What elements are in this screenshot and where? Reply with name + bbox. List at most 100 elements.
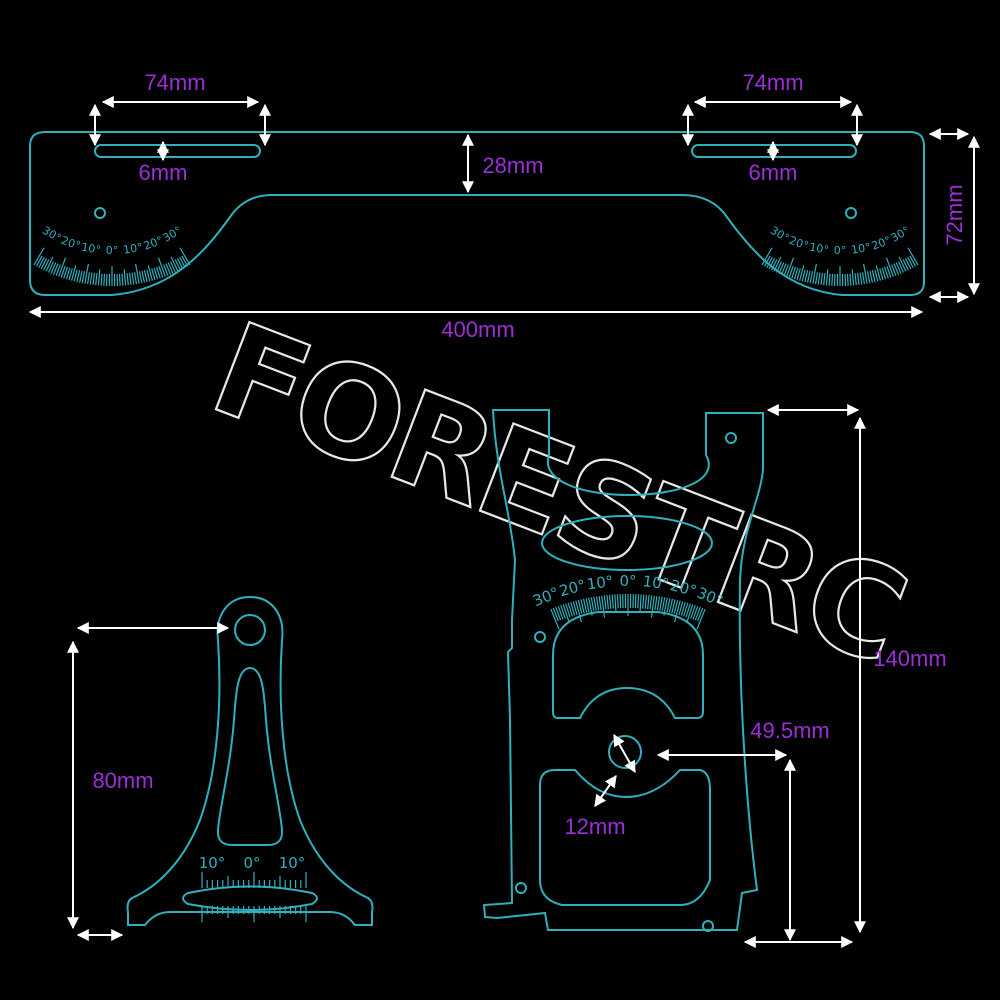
scale-tick — [179, 256, 186, 269]
scale-tick — [598, 595, 602, 610]
scale-tick — [886, 265, 892, 278]
scale-tick — [157, 257, 166, 277]
scale-tick — [875, 265, 881, 281]
scale-tick — [678, 601, 684, 616]
scale-tick — [671, 599, 676, 614]
scale-tick — [48, 261, 54, 273]
scale-tick — [861, 272, 865, 285]
small-gauge-scale-slot — [182, 885, 318, 911]
scale-tick — [650, 595, 655, 618]
scale-tick — [786, 257, 795, 277]
scale-tick — [616, 594, 619, 609]
scale-tick — [103, 273, 106, 286]
scale-degree-label: 10° — [642, 572, 671, 593]
scale-tick — [898, 256, 907, 272]
scale-tick — [603, 595, 607, 610]
scale-tick — [817, 272, 821, 285]
small-gauge-scale: 10°0°10° — [199, 854, 307, 922]
scale-tick — [95, 273, 98, 286]
scale-tick — [694, 606, 701, 621]
scale-tick — [692, 605, 699, 620]
scale-tick — [895, 262, 902, 274]
scale-tick — [50, 262, 57, 274]
scale-tick — [76, 270, 81, 283]
scale-tick — [131, 272, 135, 285]
frame-gauge-upper-window — [552, 611, 704, 719]
scale-tick — [766, 256, 773, 269]
scale-tick — [647, 595, 650, 610]
scale-tick — [828, 273, 831, 286]
left-hole — [94, 207, 106, 219]
scale-tick — [575, 600, 582, 623]
scale-tick — [898, 261, 904, 273]
scale-tick — [121, 273, 124, 286]
scale-tick — [856, 272, 860, 285]
scale-tick — [809, 271, 814, 284]
scale-tick — [806, 270, 811, 283]
scale-tick — [869, 270, 874, 283]
scale-tick — [871, 270, 876, 283]
scale-tick — [601, 595, 606, 618]
scale-tick — [555, 606, 562, 621]
scale-degree-label: 10° — [850, 241, 871, 257]
label-slot-length-left: 74mm — [144, 70, 205, 95]
scale-tick — [78, 270, 83, 283]
label-ruler-height: 72mm — [942, 184, 967, 245]
scale-tick — [570, 601, 576, 616]
scale-tick — [567, 602, 573, 617]
scale-tick — [763, 255, 771, 267]
scale-tick — [179, 247, 191, 266]
scale-tick — [614, 594, 617, 613]
scale-tick — [593, 596, 597, 611]
scale-tick — [611, 594, 614, 609]
scale-tick — [71, 265, 77, 281]
scale-degree-label: 20° — [59, 234, 82, 253]
scale-tick — [147, 265, 153, 281]
label-frame-height: 140mm — [873, 646, 946, 671]
dimension-labels: 74mm 74mm 6mm 6mm 28mm 72mm 400mm 140mm … — [92, 70, 967, 839]
scale-tick — [65, 267, 71, 280]
scale-tick — [577, 599, 583, 614]
scale-tick — [158, 265, 164, 278]
left-angle-scale: 30°20°10°0°10°20°30° — [33, 224, 191, 286]
scale-tick — [820, 272, 824, 285]
scale-tick — [97, 269, 101, 286]
scale-tick — [89, 272, 93, 285]
scale-tick — [170, 256, 179, 272]
scale-tick — [761, 247, 773, 266]
scale-tick — [825, 269, 829, 286]
scale-tick — [163, 264, 169, 276]
scale-tick — [572, 601, 578, 616]
scale-tick — [81, 271, 86, 284]
scale-degree-label: 10° — [808, 241, 829, 257]
scale-tick — [768, 258, 776, 270]
scale-degree-label: 0° — [106, 244, 119, 257]
scale-degree-label: 10° — [586, 572, 615, 593]
scale-tick — [45, 256, 54, 272]
scale-tick — [619, 594, 622, 609]
scale-tick — [560, 605, 566, 619]
scale-tick — [823, 273, 826, 286]
scale-tick — [608, 594, 612, 609]
label-small-height: 80mm — [92, 768, 153, 793]
label-slot-width-left: 6mm — [139, 160, 188, 185]
scale-tick — [33, 247, 45, 266]
scale-tick — [851, 269, 855, 286]
scale-tick — [680, 601, 686, 616]
scale-tick — [552, 607, 559, 622]
scale-tick — [151, 268, 156, 281]
scale-degree-label: 10° — [279, 854, 306, 872]
scale-tick — [181, 255, 189, 267]
scale-tick — [38, 256, 45, 269]
scale-tick — [907, 256, 914, 269]
scale-degree-label: 30° — [161, 224, 184, 245]
scale-tick — [68, 268, 73, 281]
scale-tick — [128, 272, 132, 285]
scale-tick — [674, 600, 681, 623]
scale-tick — [590, 597, 595, 612]
scale-tick — [176, 258, 184, 270]
dim-hole-leader — [594, 775, 617, 807]
frame-gauge-lower-window — [539, 769, 711, 906]
scale-tick — [666, 598, 671, 613]
